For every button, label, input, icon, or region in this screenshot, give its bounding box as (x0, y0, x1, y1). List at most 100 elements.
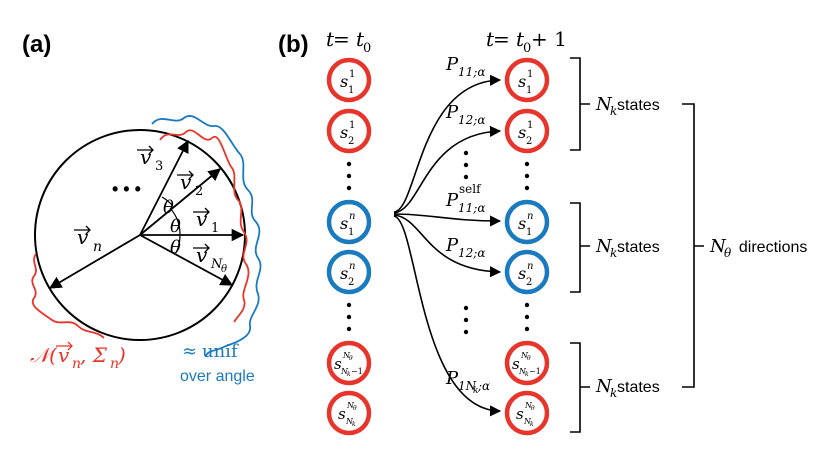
state-circle-left-3 (326, 199, 372, 245)
gaussian-annotation: 𝒩( v n , Σ n ) (30, 341, 126, 372)
svg-text:P: P (445, 368, 459, 389)
svg-text:n: n (349, 261, 355, 272)
transition-arrows (393, 74, 502, 417)
svg-text:states: states (617, 97, 660, 114)
transition-label-4: P 12;α (445, 235, 485, 260)
svg-text:N: N (524, 401, 533, 410)
svg-text:s: s (340, 264, 348, 283)
svg-text:1: 1 (349, 69, 355, 80)
vector-label-v3: v 3 (137, 145, 163, 174)
vector-label-vn: v n (74, 225, 102, 255)
ellipsis-dots: • • • (112, 179, 141, 199)
bracket-group-3 (570, 342, 590, 433)
vector-v3-arrow (139, 139, 189, 236)
state-label-left-1: s 1 1 (340, 69, 355, 96)
svg-text:n: n (110, 356, 119, 372)
transition-label-3: P 11;α self (445, 182, 485, 215)
svg-text:1: 1 (211, 221, 219, 236)
transition-arrow-4 (393, 214, 502, 278)
svg-text:v: v (196, 243, 208, 267)
state-label-left-2: s 2 1 (340, 120, 355, 147)
state-label-left-4: s 2 n (340, 261, 355, 288)
svg-text:s: s (518, 264, 526, 283)
angle-arc-3 (161, 196, 173, 206)
svg-text:0: 0 (523, 41, 531, 56)
svg-text:s: s (518, 123, 526, 142)
svg-text:3: 3 (155, 159, 163, 174)
svg-text:11;α: 11;α (458, 201, 485, 215)
svg-text:N: N (518, 367, 527, 376)
transition-arrow-5 (393, 215, 502, 417)
left-state-circles (326, 57, 372, 436)
state-circle-right-2 (504, 108, 550, 154)
svg-text:2: 2 (348, 136, 354, 147)
state-label-left-6: s N k N θ (338, 401, 357, 428)
transition-label-5: P 1N k ;α (445, 368, 490, 396)
svg-text:k: k (352, 421, 356, 428)
brace-label-1: N k states (595, 94, 660, 118)
svg-text:t: t (326, 27, 335, 51)
svg-text:θ: θ (353, 405, 357, 412)
bracket-group-2 (570, 202, 590, 293)
svg-text:N: N (709, 236, 727, 257)
panel-b-label: (b) (278, 31, 309, 58)
transition-arrow-3 (393, 213, 502, 227)
svg-text:N: N (346, 401, 355, 410)
svg-text:s: s (338, 405, 346, 423)
state-label-left-5: s N k −1 N θ (334, 351, 363, 378)
theta-label-3: θ (170, 237, 181, 258)
svg-text:s: s (512, 355, 520, 373)
svg-text:θ: θ (221, 264, 227, 275)
vertical-ellipsis (346, 150, 530, 335)
red-noise-curve-right (159, 129, 250, 323)
brace-label-2: N k states (595, 236, 660, 260)
svg-text:k: k (610, 246, 617, 260)
svg-text:self: self (459, 182, 482, 196)
svg-text:v: v (77, 225, 89, 249)
svg-text:, Σ: , Σ (80, 343, 108, 367)
svg-text:N: N (340, 367, 349, 376)
state-label-right-3: s 1 n (518, 211, 533, 238)
state-circle-right-4 (504, 249, 550, 295)
right-state-circles (504, 57, 550, 436)
svg-text:states: states (617, 379, 660, 396)
state-circle-left-2 (326, 108, 372, 154)
svg-text:+ 1: + 1 (531, 27, 567, 51)
state-circle-left-5 (326, 340, 372, 386)
state-circle-left-4 (326, 249, 372, 295)
svg-text:1: 1 (348, 227, 354, 238)
svg-text:s: s (334, 355, 342, 373)
state-label-right-2: s 2 1 (518, 120, 533, 147)
transition-arrow-2 (393, 125, 502, 214)
svg-text:t: t (516, 27, 525, 51)
svg-text:states: states (617, 239, 660, 256)
state-circle-right-3 (504, 199, 550, 245)
state-brackets (570, 57, 704, 433)
svg-text:;α: ;α (477, 379, 490, 393)
svg-text:12;α: 12;α (458, 246, 485, 260)
svg-text:2: 2 (526, 277, 532, 288)
svg-text:−1: −1 (351, 367, 363, 376)
state-circle-right-1 (504, 57, 550, 103)
state-label-right-5: s N k −1 N θ (512, 351, 541, 378)
svg-text:1: 1 (349, 120, 355, 131)
svg-text:k: k (530, 421, 534, 428)
svg-text:θ: θ (349, 355, 353, 362)
svg-text:−1: −1 (529, 367, 541, 376)
vector-label-v1: v 1 (193, 207, 219, 236)
svg-text:v: v (180, 170, 192, 194)
svg-text:1N: 1N (458, 379, 477, 393)
svg-text:t: t (356, 27, 365, 51)
red-noise-curve-left (31, 253, 105, 339)
vector-vn-arrow (48, 234, 141, 289)
state-circle-left-6 (326, 390, 372, 436)
svg-text:N: N (342, 351, 351, 360)
svg-text:11;α: 11;α (458, 65, 485, 79)
bracket-directions (682, 103, 704, 388)
svg-text:n: n (349, 211, 355, 222)
theta-label-2: θ (170, 216, 181, 237)
svg-text:over angle: over angle (180, 368, 255, 385)
state-circle-right-5 (504, 340, 550, 386)
state-circle-right-6 (504, 390, 550, 436)
svg-text:k: k (610, 386, 617, 400)
